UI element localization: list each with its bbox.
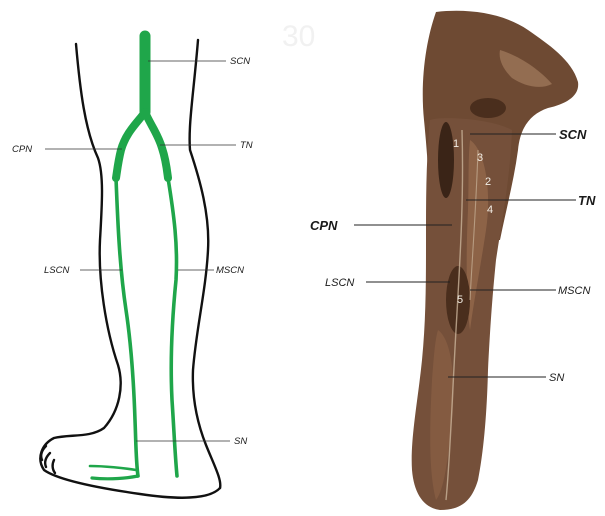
label-cpn-left: CPN: [12, 144, 32, 155]
specimen-number-4: 4: [487, 204, 493, 216]
lscn-nerve: [116, 178, 138, 476]
nerve-tree: [90, 36, 177, 479]
muscle-dark-1: [438, 122, 454, 198]
sural-foot-branch: [92, 476, 138, 479]
specimen-photo: [412, 11, 579, 510]
label-mscn-right: MSCN: [558, 285, 590, 297]
watermark-number: 30: [282, 20, 315, 53]
label-tn-right: TN: [578, 193, 596, 208]
specimen-number-1: 1: [453, 138, 459, 150]
label-sn-left: SN: [234, 436, 247, 447]
muscle-dark-3: [470, 98, 506, 118]
specimen-number-2: 2: [485, 176, 491, 188]
leg-anterior-contour: [190, 40, 221, 488]
label-cpn-right: CPN: [310, 218, 338, 233]
mscn-nerve: [168, 178, 177, 476]
label-mscn-left: MSCN: [216, 265, 244, 276]
cpn-branch-left: [116, 112, 145, 178]
specimen-number-5: 5: [457, 294, 463, 306]
label-sn-right: SN: [549, 372, 564, 384]
label-scn-right: SCN: [559, 127, 587, 142]
sural-foot-branch-2: [90, 466, 136, 470]
label-tn-left: TN: [240, 140, 253, 151]
label-lscn-right: LSCN: [325, 277, 354, 289]
label-scn-left: SCN: [230, 56, 250, 67]
specimen-number-3: 3: [477, 152, 483, 164]
label-lscn-left: LSCN: [44, 265, 69, 276]
